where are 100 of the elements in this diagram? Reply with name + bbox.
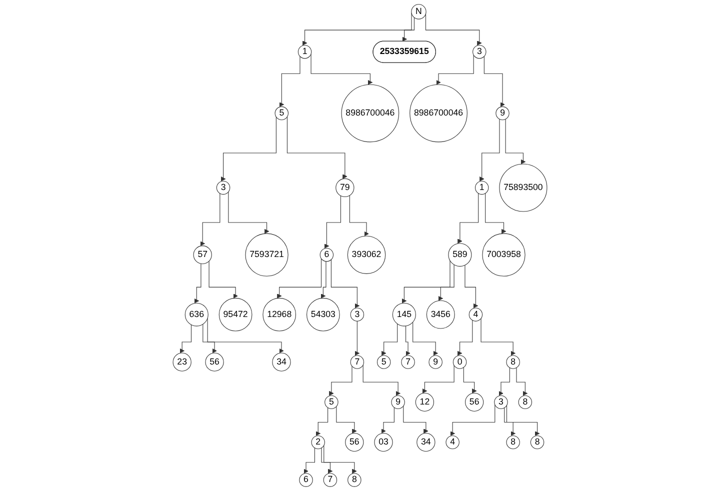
node-circle: 2	[311, 435, 325, 450]
arrow	[506, 405, 540, 436]
arrow	[320, 261, 326, 298]
arrow	[436, 54, 474, 85]
node-circle: 1	[474, 180, 489, 195]
node-circle: 3	[216, 180, 230, 195]
node-circle: 75893500	[499, 164, 548, 212]
arrow	[330, 259, 360, 308]
node-circle: 5	[274, 106, 288, 120]
arrow	[498, 367, 510, 396]
node-circle: 8	[506, 435, 520, 450]
node-circle: 34	[416, 433, 436, 452]
node-circle: 7	[323, 473, 338, 487]
arrow	[463, 367, 477, 394]
arrow	[381, 407, 394, 434]
node-circle: 34	[272, 352, 291, 372]
arrow	[381, 324, 398, 356]
arrow	[329, 366, 352, 396]
node-circle: 56	[345, 433, 364, 452]
arrow	[220, 116, 276, 182]
node-circle: 5	[324, 395, 338, 410]
node-circle: 8	[518, 395, 532, 410]
arrow	[286, 116, 348, 179]
node-circle: 4	[468, 308, 483, 322]
node-circle: 636	[184, 302, 208, 326]
arrow	[457, 320, 473, 356]
arrow	[354, 320, 360, 356]
arrow	[516, 367, 528, 396]
node-circle: 3	[350, 308, 364, 322]
node-circle: 7	[350, 355, 364, 369]
node-circle: 9	[428, 355, 442, 369]
arrow	[425, 14, 482, 46]
node-circle: 3	[472, 44, 486, 59]
arrow	[505, 118, 526, 164]
arrow	[406, 326, 410, 356]
arrow	[464, 264, 478, 308]
arrow	[362, 364, 400, 396]
arrow	[484, 56, 505, 107]
node-circle: 0	[452, 355, 467, 369]
node-circle: 1	[298, 44, 312, 59]
node-circle: 56	[205, 352, 224, 372]
arrow	[200, 193, 220, 246]
arrow	[310, 54, 373, 85]
node-circle: 9	[496, 106, 510, 120]
node-circle: 145	[392, 302, 416, 326]
node-circle: N	[411, 4, 426, 20]
node-circle: 6	[299, 473, 313, 487]
arrow	[324, 445, 357, 474]
arrow	[479, 118, 500, 182]
node-circle: 8986700046	[341, 84, 400, 142]
node-circle: 03	[374, 433, 393, 452]
arrow	[422, 365, 454, 394]
arrow	[485, 193, 506, 234]
node-circle: 8986700046	[410, 84, 468, 142]
arrow	[321, 448, 333, 474]
node-circle: 12968	[262, 298, 296, 332]
node-circle: 3456	[426, 300, 455, 329]
node-circle: 8	[506, 355, 520, 369]
arrow	[207, 318, 284, 354]
arrow	[458, 193, 479, 244]
node-circle: 12	[415, 392, 434, 412]
node-circle: 57	[193, 246, 212, 264]
arrow	[450, 404, 496, 436]
arrow	[336, 406, 357, 434]
arrow	[208, 260, 238, 298]
arrow	[302, 12, 412, 46]
node-circle: 6	[320, 248, 334, 262]
node-circle: 54303	[306, 298, 340, 332]
arrow	[194, 263, 202, 304]
arrow	[324, 195, 341, 248]
arrow	[202, 324, 217, 354]
node-circle: 7	[401, 355, 415, 369]
arrow	[402, 260, 450, 304]
node-circle: 9	[391, 395, 405, 410]
node-circle: 5	[376, 355, 391, 369]
arrow	[412, 322, 438, 356]
arrow	[402, 17, 414, 42]
arrow	[180, 324, 192, 354]
node-circle: 7003958	[482, 233, 526, 276]
node-circle: 7593721	[245, 233, 288, 276]
arrow	[349, 195, 369, 236]
node-circle: 4	[446, 435, 460, 450]
arrow	[480, 318, 516, 356]
node-circle: 3	[494, 395, 508, 410]
arrow	[403, 406, 428, 434]
node-circle: 8	[348, 473, 362, 487]
arrow	[504, 408, 516, 436]
node-circle: 79	[336, 178, 354, 198]
arrow	[438, 264, 454, 301]
node-circle: 8	[530, 435, 544, 450]
node-circle: 589	[448, 243, 472, 267]
node-circle: 393062	[347, 236, 386, 274]
node-circle: 95472	[218, 298, 252, 332]
node-circle: 23	[172, 352, 192, 372]
arrow	[276, 258, 322, 298]
arrow	[228, 192, 270, 234]
node-circle: 56	[465, 392, 484, 412]
arrow	[279, 56, 300, 107]
arrow	[304, 448, 315, 474]
arrow	[316, 407, 328, 436]
